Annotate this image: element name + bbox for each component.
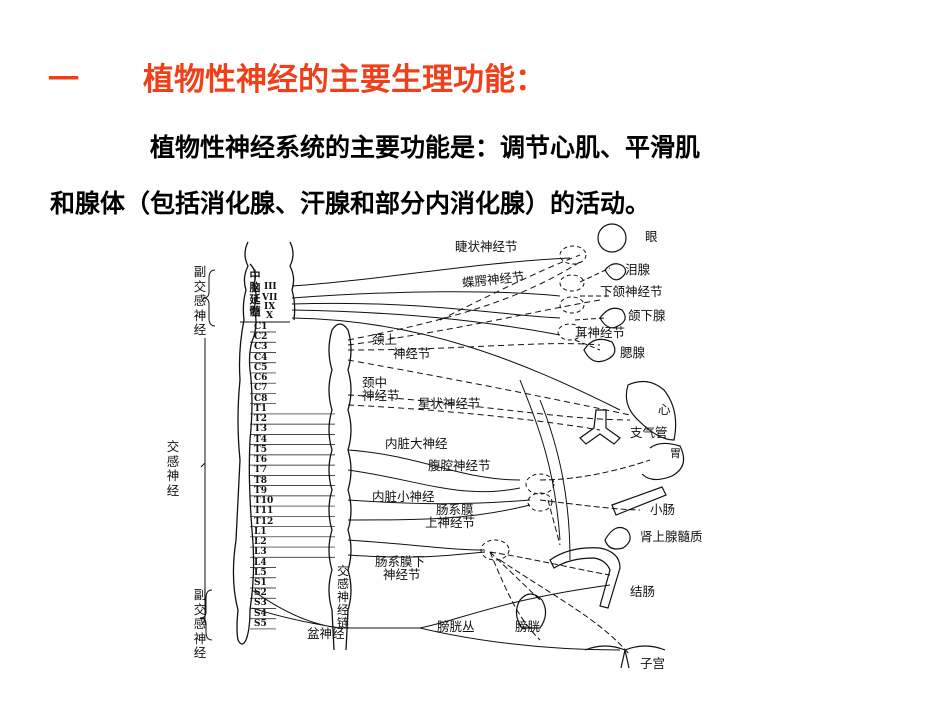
segment-label-l1: L1 xyxy=(254,526,267,537)
segment-label-s3: S3 xyxy=(254,598,267,609)
label-uterus: 子宫 xyxy=(640,656,666,671)
segment-label-t7: T7 xyxy=(254,465,267,476)
sympathetic-chain xyxy=(328,323,352,651)
slide-title: 一 植物性神经的主要生理功能： xyxy=(48,54,546,99)
bladder-shape xyxy=(515,593,547,629)
label-bladder: 膀胱 xyxy=(515,619,541,634)
label-medulla: 延髓 xyxy=(249,293,261,318)
label-inferior-mesenteric-1: 肠系膜下 xyxy=(375,554,426,569)
segment-label-t1: T1 xyxy=(254,403,267,414)
label-superior-mesenteric-2: 上神经节 xyxy=(425,515,476,530)
label-superior-cervical-2: 神经节 xyxy=(393,346,431,361)
label-ciliary-ganglion: 睫状神经节 xyxy=(455,239,518,254)
label-stomach: 胃 xyxy=(670,447,681,460)
organ-shapes xyxy=(515,223,685,669)
label-parasympathetic-top: 副交感神经 xyxy=(193,264,207,337)
segment-label-t6: T6 xyxy=(254,455,267,466)
segment-label-c5: C5 xyxy=(254,362,268,373)
segment-label-c7: C7 xyxy=(254,383,268,394)
uterus-shape xyxy=(584,645,666,669)
label-inferior-mesenteric-2: 神经节 xyxy=(383,567,421,582)
small-intestine-shape xyxy=(611,486,667,516)
segment-label-t3: T3 xyxy=(254,424,267,435)
title-text: 植物性神经的主要生理功能： xyxy=(143,62,546,98)
paragraph-line-2: 和腺体（包括消化腺、汗腺和部分内消化腺）的活动。 xyxy=(50,189,651,218)
label-celiac-ganglion: 腹腔神经节 xyxy=(428,458,491,473)
label-middle-cervical-1: 颈中 xyxy=(362,375,388,390)
segment-label-t9: T9 xyxy=(254,485,267,496)
segment-label-t5: T5 xyxy=(254,444,267,455)
segment-label-t8: T8 xyxy=(254,475,267,486)
segment-label-s1: S1 xyxy=(254,578,267,588)
label-superior-mesenteric-1: 肠系膜 xyxy=(436,502,474,517)
lacrimal-gland-shape xyxy=(604,263,627,281)
bracket-sympathetic xyxy=(200,338,206,623)
segment-label-l2: L2 xyxy=(254,537,267,548)
label-pelvic-nerve: 盆神经 xyxy=(307,626,345,641)
eye-shape xyxy=(597,223,627,253)
label-small-intestine: 小肠 xyxy=(650,502,676,517)
label-lesser-splanchnic: 内脏小神经 xyxy=(372,489,435,504)
label-greater-splanchnic: 内脏大神经 xyxy=(385,436,448,451)
adrenal-shape xyxy=(604,527,631,550)
label-lacrimal-gland: 泪腺 xyxy=(625,262,651,277)
segment-label-c1: C1 xyxy=(254,322,268,332)
label-cn7: VII xyxy=(262,293,278,303)
label-parotid-gland: 腮腺 xyxy=(620,345,646,360)
label-otic-ganglion: 耳神经节 xyxy=(575,325,626,340)
segment-label-l3: L3 xyxy=(254,547,267,558)
label-submandibular-ganglion: 下颌神经节 xyxy=(600,284,663,299)
label-cn9: IX xyxy=(264,302,276,312)
colon-shape xyxy=(549,547,621,609)
segment-label-c2: C2 xyxy=(254,332,268,343)
label-cn10: X xyxy=(266,311,273,321)
paragraph-line-1: 植物性神经系统的主要功能是：调节心肌、平滑肌 xyxy=(150,133,701,162)
label-middle-cervical-2: 神经节 xyxy=(362,388,400,403)
segment-label-c8: C8 xyxy=(254,393,268,404)
segment-label-s5: S5 xyxy=(254,618,267,629)
title-number: 一 xyxy=(48,62,79,98)
segment-label-s4: S4 xyxy=(254,608,267,619)
label-adrenal-medulla: 肾上腺髓质 xyxy=(640,529,703,544)
label-parasympathetic-bottom: 副交感神经 xyxy=(193,587,207,660)
stomach-shape xyxy=(641,442,685,481)
segment-label-t12: T12 xyxy=(254,516,274,527)
parotid-gland-shape xyxy=(583,338,616,363)
label-heart: 心 xyxy=(658,402,671,417)
spinal-cord-outline xyxy=(232,241,257,645)
submandibular-gland-shape xyxy=(599,307,626,329)
heart-shape xyxy=(625,380,677,441)
label-vesical-plexus: 膀胱丛 xyxy=(437,619,475,634)
segment-label-l5: L5 xyxy=(254,567,267,578)
segment-label-t11: T11 xyxy=(254,506,274,517)
label-superior-cervical-1: 颈上 xyxy=(372,332,398,347)
label-midbrain: 中脑 xyxy=(249,269,261,294)
label-sympathetic: 交感神经 xyxy=(166,439,180,498)
label-cn3: III xyxy=(264,282,277,292)
label-stellate-ganglion: 星状神经节 xyxy=(418,396,481,411)
segment-label-t4: T4 xyxy=(254,434,267,445)
label-sympathetic-chain: 交感神经链 xyxy=(336,564,349,630)
bracket-parasympathetic-bottom xyxy=(199,589,213,641)
label-colon: 结肠 xyxy=(630,584,656,599)
bracket-parasympathetic-top xyxy=(202,269,216,327)
label-submandibular-gland: 颌下腺 xyxy=(628,308,666,323)
segment-label-c4: C4 xyxy=(254,352,268,363)
segment-label-c3: C3 xyxy=(254,342,268,353)
segment-label-t2: T2 xyxy=(254,414,267,425)
bronchus-shape xyxy=(579,409,621,445)
label-bronchus: 支气管 xyxy=(630,425,668,440)
segment-label-t10: T10 xyxy=(254,496,274,507)
segment-label-c6: C6 xyxy=(254,373,268,384)
segment-label-s2: S2 xyxy=(254,588,267,599)
label-eye: 眼 xyxy=(645,229,658,244)
segment-label-l4: L4 xyxy=(254,557,267,568)
